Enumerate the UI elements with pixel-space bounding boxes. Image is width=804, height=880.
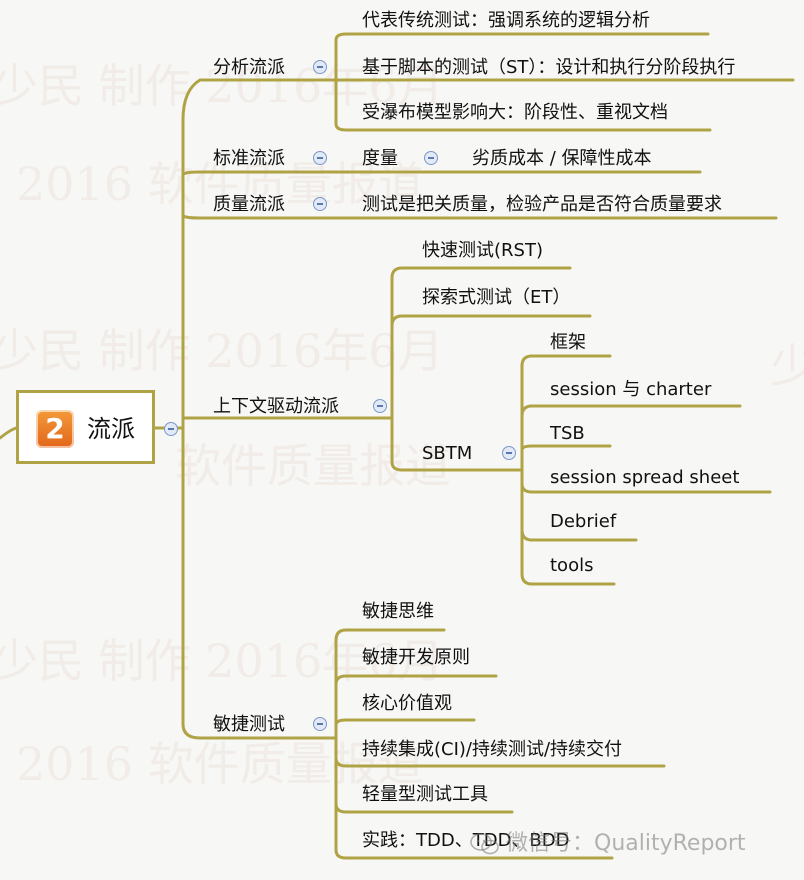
collapse-icon[interactable] — [313, 717, 327, 731]
collapse-icon[interactable] — [502, 446, 516, 460]
context-item[interactable]: SBTM — [422, 443, 473, 464]
branch-analysis-label[interactable]: 分析流派 — [213, 57, 285, 78]
standard-item[interactable]: 度量 — [362, 148, 398, 169]
analysis-item[interactable]: 基于脚本的测试（ST）：设计和执行分阶段执行 — [362, 57, 736, 78]
root-topic[interactable]: 2 流派 — [16, 390, 155, 464]
sbtm-item[interactable]: tools — [550, 555, 594, 576]
number-badge-icon: 2 — [36, 410, 74, 448]
collapse-icon[interactable] — [313, 151, 327, 165]
sbtm-item[interactable]: session 与 charter — [550, 379, 712, 400]
collapse-icon[interactable] — [424, 151, 438, 165]
agile-item[interactable]: 核心价值观 — [362, 693, 452, 714]
sbtm-item[interactable]: session spread sheet — [550, 467, 740, 488]
sbtm-item[interactable]: Debrief — [550, 511, 617, 532]
collapse-icon[interactable] — [164, 422, 178, 436]
wechat-icon — [470, 833, 499, 855]
wechat-watermark: 微信号：QualityReport — [470, 825, 746, 857]
agile-item[interactable]: 轻量型测试工具 — [362, 784, 488, 805]
sbtm-item[interactable]: TSB — [550, 423, 585, 444]
sbtm-item[interactable]: 框架 — [550, 332, 586, 353]
agile-item[interactable]: 持续集成(CI)/持续测试/持续交付 — [362, 739, 623, 760]
agile-item[interactable]: 敏捷开发原则 — [362, 647, 470, 668]
analysis-item[interactable]: 受瀑布模型影响大：阶段性、重视文档 — [362, 102, 668, 123]
agile-item[interactable]: 实践：TDD、TDD、BDD — [362, 830, 570, 851]
analysis-item[interactable]: 代表传统测试：强调系统的逻辑分析 — [362, 10, 650, 31]
root-topic-label: 流派 — [87, 415, 135, 443]
branch-quality-label[interactable]: 质量流派 — [213, 194, 285, 215]
branch-agile-label[interactable]: 敏捷测试 — [213, 714, 285, 735]
context-item[interactable]: 探索式测试（ET） — [422, 287, 571, 308]
branch-standard-label[interactable]: 标准流派 — [213, 148, 285, 169]
standard-subitem[interactable]: 劣质成本 / 保障性成本 — [472, 148, 652, 169]
context-item[interactable]: 快速测试(RST) — [422, 240, 543, 261]
agile-item[interactable]: 敏捷思维 — [362, 601, 434, 622]
quality-item[interactable]: 测试是把关质量，检验产品是否符合质量要求 — [362, 194, 722, 215]
wechat-prefix: 微信号： — [506, 831, 595, 856]
collapse-icon[interactable] — [313, 60, 327, 74]
collapse-icon[interactable] — [373, 399, 387, 413]
collapse-icon[interactable] — [313, 197, 327, 211]
branch-context-label[interactable]: 上下文驱动流派 — [213, 396, 339, 417]
wechat-account: QualityReport — [594, 831, 746, 856]
